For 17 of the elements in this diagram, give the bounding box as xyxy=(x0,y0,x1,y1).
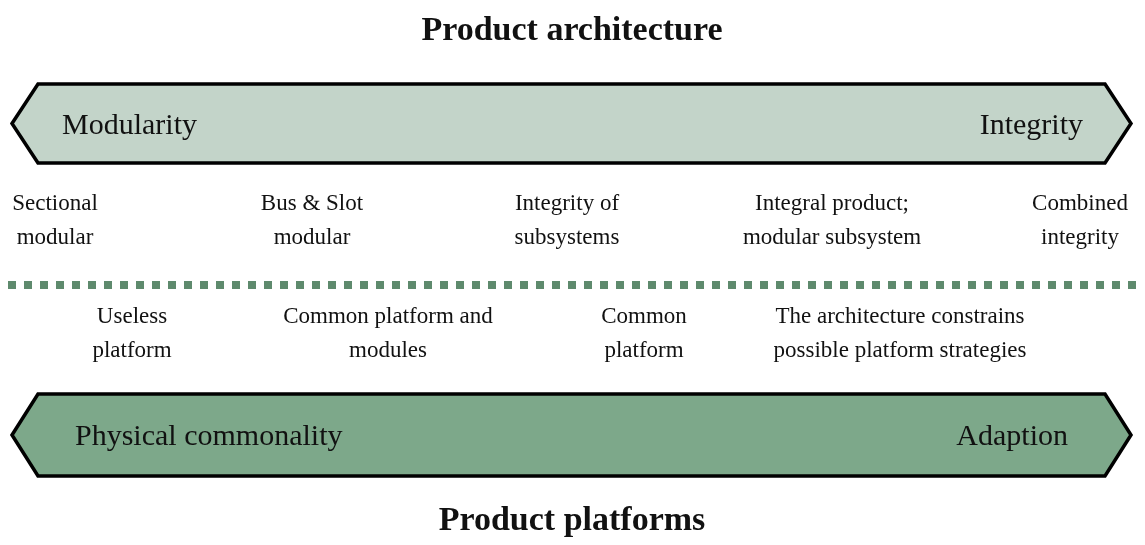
band-label: Physical commonality xyxy=(75,418,343,452)
text-label: Common platform and modules xyxy=(282,302,494,364)
band-label: Adaption xyxy=(956,418,1068,452)
text-label: Integral product; modular subsystem xyxy=(741,189,923,251)
double-arrow-band xyxy=(10,82,1133,165)
text-label: Combined integrity xyxy=(1031,189,1129,251)
text-label: Sectional modular xyxy=(11,189,99,251)
band-label: Modularity xyxy=(62,106,197,141)
band-label: Integrity xyxy=(979,106,1083,141)
double-arrow-band xyxy=(10,392,1133,478)
text-label: The architecture constrains possible platform strategies xyxy=(772,302,1028,364)
diagram-title: Product architecture xyxy=(421,10,723,48)
diagram-caption: Product platforms xyxy=(438,500,706,538)
text-label: Common platform xyxy=(600,302,688,364)
text-label: Integrity of subsystems xyxy=(513,189,621,251)
text-label: Useless platform xyxy=(91,302,173,364)
text-label: Bus & Slot modular xyxy=(259,189,365,251)
